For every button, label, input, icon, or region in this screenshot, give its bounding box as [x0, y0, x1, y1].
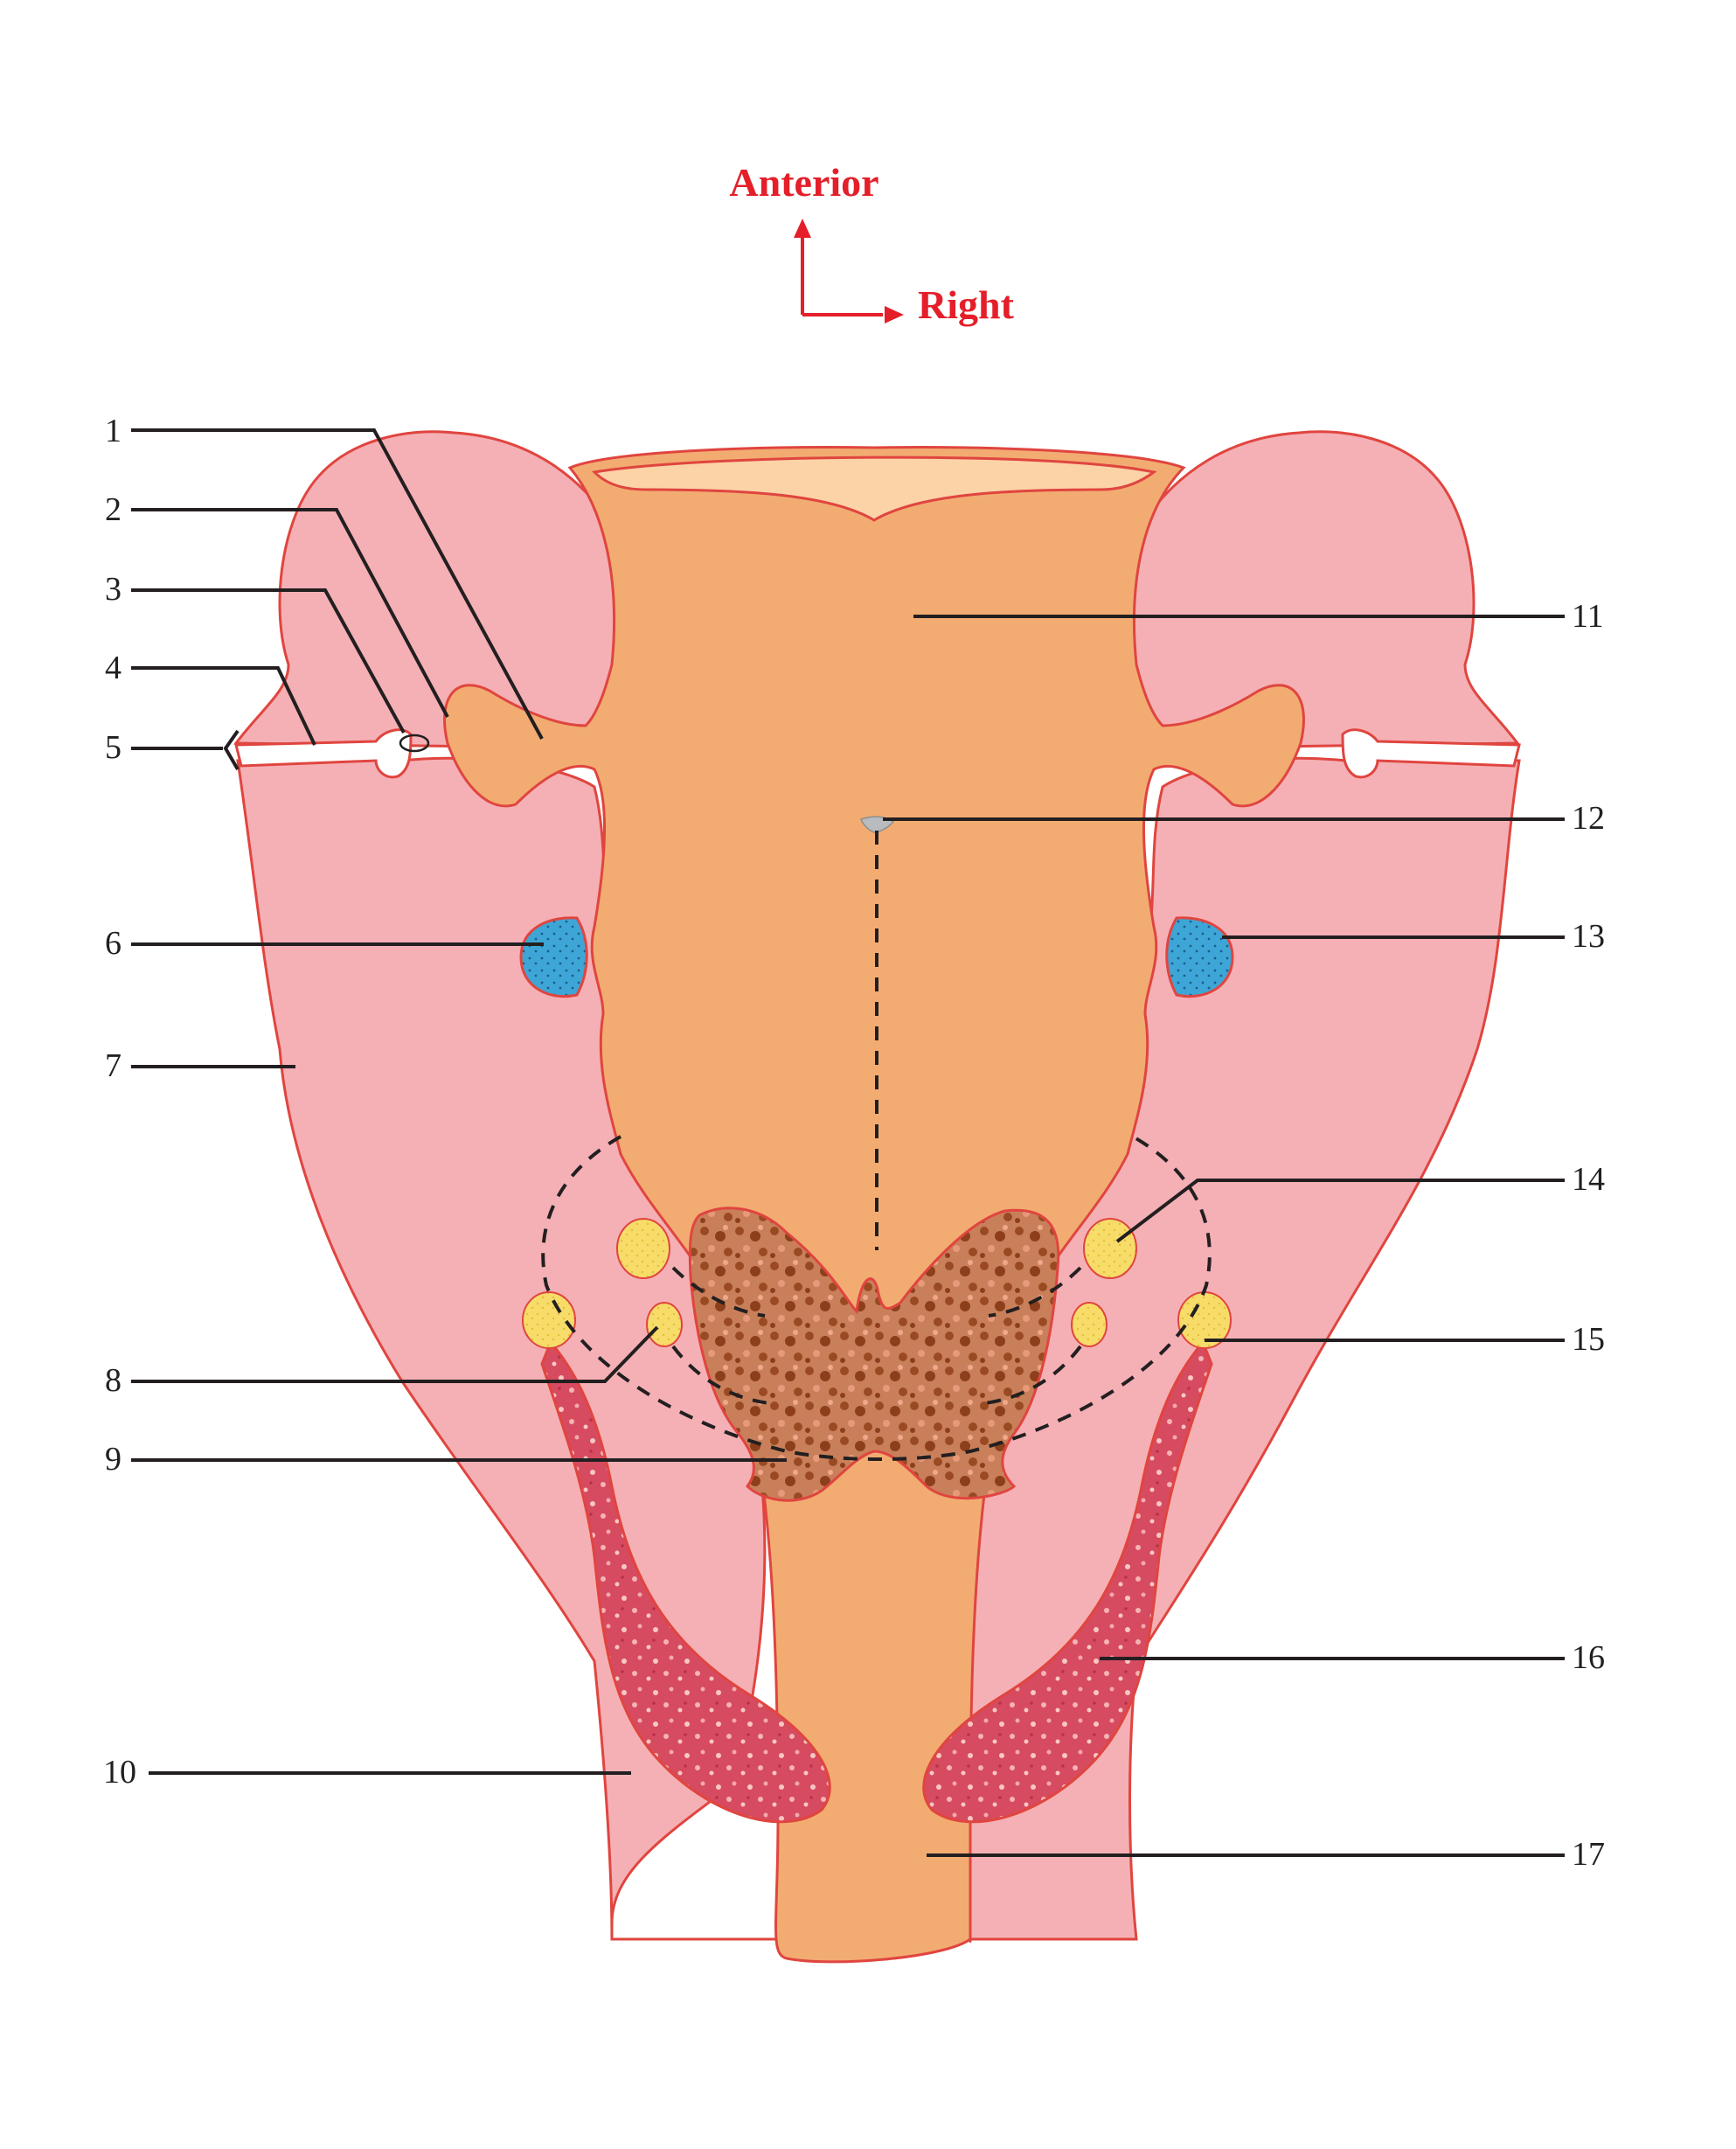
marker-oval-3 [399, 734, 430, 753]
label-group-10: 10 [103, 1754, 631, 1791]
right-arrowhead [885, 306, 904, 323]
leader-line-14 [1115, 1179, 1565, 1243]
label-11: 11 [1572, 598, 1604, 635]
cleft-right [1341, 728, 1521, 779]
label-group-4: 4 [105, 650, 316, 746]
label-7: 7 [105, 1047, 122, 1084]
label-1: 1 [105, 413, 122, 449]
label-2: 2 [105, 491, 122, 528]
label-group-11: 11 [913, 598, 1604, 635]
anterior-label: Anterior [729, 160, 878, 205]
label-4: 4 [105, 650, 122, 686]
label-group-5: 5 [105, 729, 240, 771]
leader-line-8 [131, 1325, 659, 1383]
label-group-14: 14 [1115, 1161, 1605, 1243]
yellow-nodule-upper-right [1083, 1218, 1137, 1279]
label-8: 8 [105, 1362, 122, 1399]
label-group-7: 7 [105, 1047, 295, 1084]
dashed-arc-right-lower [983, 1345, 1082, 1405]
central-floor [443, 446, 1305, 1964]
label-group-2: 2 [105, 491, 449, 718]
right-label: Right [918, 282, 1015, 327]
label-group-15: 15 [1205, 1321, 1605, 1358]
dashed-arc-left-lower [671, 1345, 770, 1405]
red-lobe-left [540, 1339, 831, 1824]
label-14: 14 [1572, 1161, 1605, 1198]
label-6: 6 [105, 925, 122, 962]
red-lobe-right [922, 1339, 1213, 1824]
dashed-arc-left [671, 1266, 766, 1318]
label-16: 16 [1572, 1639, 1605, 1676]
label-13: 13 [1572, 918, 1605, 955]
anterior-arrowhead [794, 219, 811, 238]
label-12: 12 [1572, 800, 1605, 837]
label-group-13: 13 [1222, 918, 1605, 955]
yellow-nodule-lower-left-inner [646, 1302, 683, 1347]
yellow-nodule-outer-left [522, 1291, 576, 1349]
leader-line-3 [131, 588, 406, 734]
dashed-circle [541, 1135, 1212, 1461]
dashed-arc-right [988, 1266, 1082, 1318]
leader-line-4 [131, 666, 316, 746]
label-group-9: 9 [105, 1441, 787, 1478]
pharyngeal-wall-upper-right [1127, 430, 1520, 749]
label-9: 9 [105, 1441, 122, 1478]
blue-tubercle-left [519, 916, 588, 998]
label-group-12: 12 [883, 800, 1605, 837]
leader-line-1 [131, 428, 544, 740]
yellow-nodule-lower-right-inner [1071, 1302, 1108, 1347]
label-15: 15 [1572, 1321, 1605, 1358]
label-group-3: 3 [105, 571, 430, 753]
label-group-16: 16 [1100, 1639, 1605, 1676]
label-17: 17 [1572, 1836, 1605, 1873]
orientation-indicator: Anterior Right [729, 160, 1014, 327]
label-5: 5 [105, 729, 122, 766]
label-3: 3 [105, 571, 122, 608]
cleft-left [234, 728, 413, 779]
floor-top-band [591, 456, 1157, 522]
yellow-nodule-upper-left [616, 1218, 670, 1279]
label-group-1: 1 [105, 413, 544, 740]
label-10: 10 [103, 1754, 136, 1791]
leader-line-2 [131, 508, 449, 718]
bracket-5 [223, 729, 240, 771]
label-group-17: 17 [927, 1836, 1605, 1873]
thyroid-gland [688, 1207, 1060, 1502]
blue-tubercle-right [1165, 916, 1234, 998]
label-group-8: 8 [105, 1325, 659, 1399]
label-group-6: 6 [105, 925, 544, 962]
